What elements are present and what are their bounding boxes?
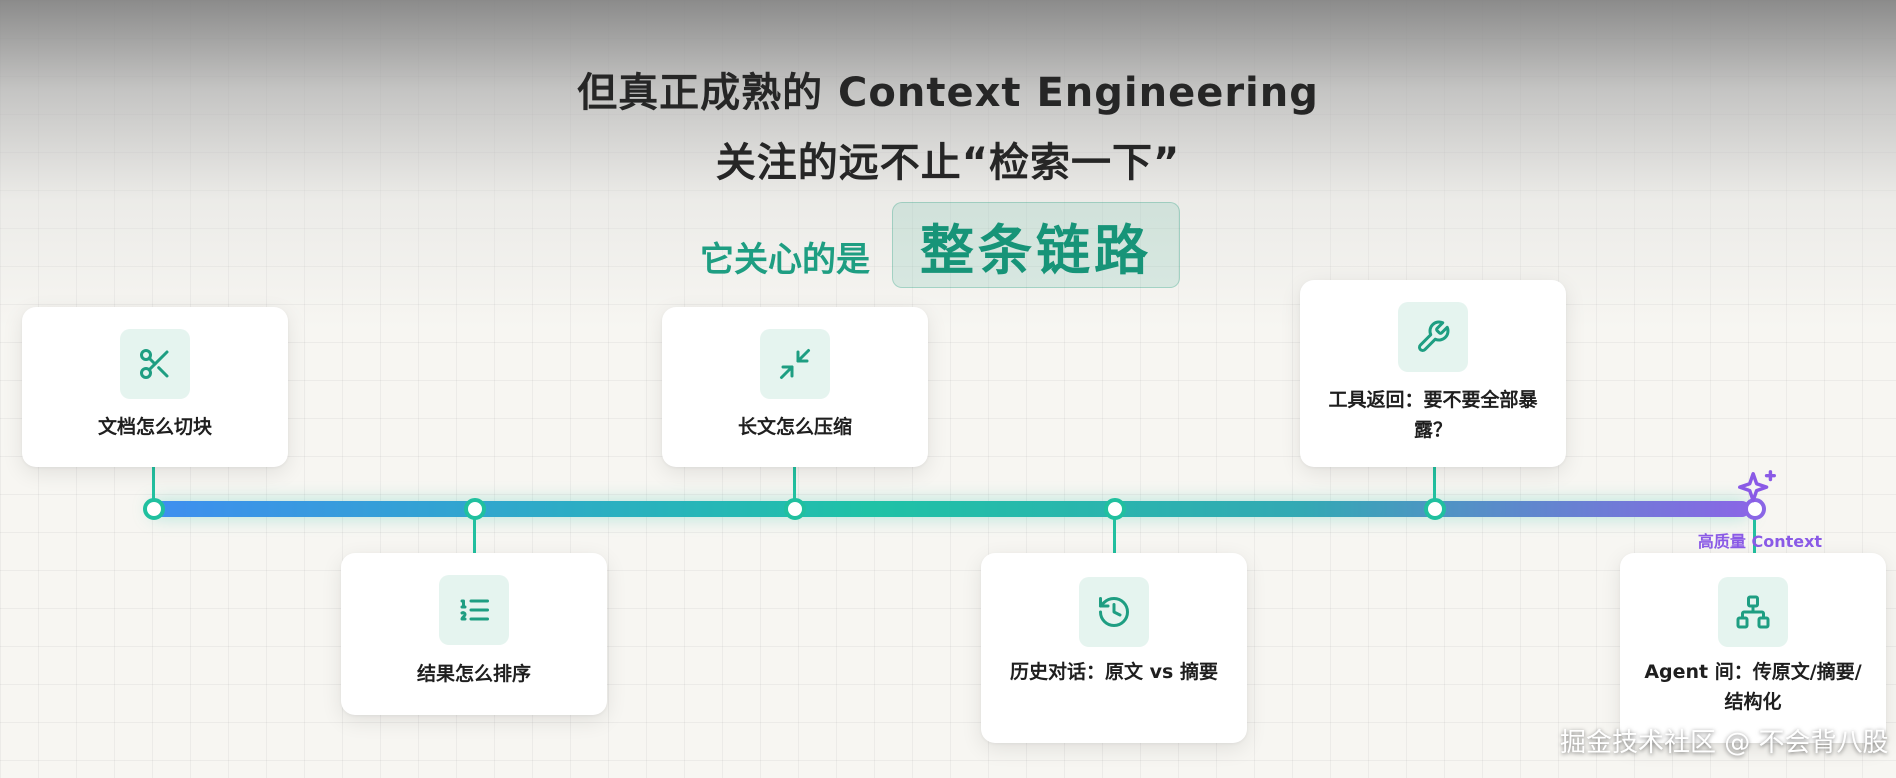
timeline-node-5 — [1424, 498, 1446, 520]
timeline-node-2 — [464, 498, 486, 520]
numbered-list-icon — [439, 575, 509, 645]
sparkle-icon — [1738, 470, 1776, 503]
step-card-6: Agent 间：传原文/摘要/结构化 — [1620, 553, 1886, 743]
connector-6 — [1753, 509, 1756, 553]
step-card-4: 历史对话：原文 vs 摘要 — [981, 553, 1247, 743]
timeline-node-3 — [784, 498, 806, 520]
step-label-2: 结果怎么排序 — [416, 663, 531, 685]
subtitle-highlight: 整条链路 — [892, 202, 1180, 288]
subtitle-prefix: 它关心的是 — [700, 240, 870, 280]
watermark: 掘金技术社区 @ 不会背八股 — [1560, 728, 1889, 758]
step-card-2: 结果怎么排序 — [341, 553, 607, 715]
timeline-node-4 — [1104, 498, 1126, 520]
step-label-3: 长文怎么压缩 — [737, 416, 852, 438]
hierarchy-icon — [1718, 577, 1788, 647]
step-label-6: Agent 间：传原文/摘要/结构化 — [1644, 661, 1862, 713]
step-label-4: 历史对话：原文 vs 摘要 — [1010, 661, 1218, 683]
connector-3 — [793, 465, 796, 509]
connector-1 — [152, 465, 155, 509]
title-line-2: 关注的远不止“检索一下” — [715, 140, 1181, 186]
end-label: 高质量 Context — [1697, 532, 1823, 551]
title-line-1: 但真正成熟的 Context Engineering — [577, 70, 1319, 116]
timeline-bar — [150, 501, 1750, 517]
step-label-1: 文档怎么切块 — [97, 416, 212, 438]
step-label-5: 工具返回：要不要全部暴露？ — [1328, 389, 1538, 441]
timeline-node-1 — [143, 498, 165, 520]
minimize-arrows-icon — [760, 329, 830, 399]
connector-2 — [473, 509, 476, 553]
step-card-3: 长文怎么压缩 — [662, 307, 928, 467]
step-card-5: 工具返回：要不要全部暴露？ — [1300, 280, 1566, 467]
connector-5 — [1433, 465, 1436, 509]
history-icon — [1079, 577, 1149, 647]
wrench-icon — [1398, 302, 1468, 372]
step-card-1: 文档怎么切块 — [22, 307, 288, 467]
connector-4 — [1113, 509, 1116, 553]
scissors-icon — [120, 329, 190, 399]
